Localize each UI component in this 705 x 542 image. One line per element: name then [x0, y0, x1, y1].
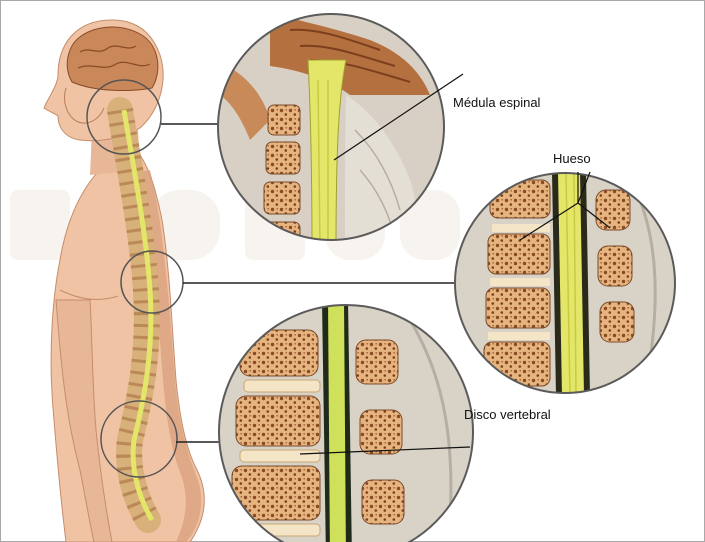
label-spinal-cord: Médula espinal — [453, 95, 540, 110]
label-bone: Hueso — [553, 151, 591, 166]
label-vertebral-disc: Disco vertebral — [464, 407, 551, 422]
